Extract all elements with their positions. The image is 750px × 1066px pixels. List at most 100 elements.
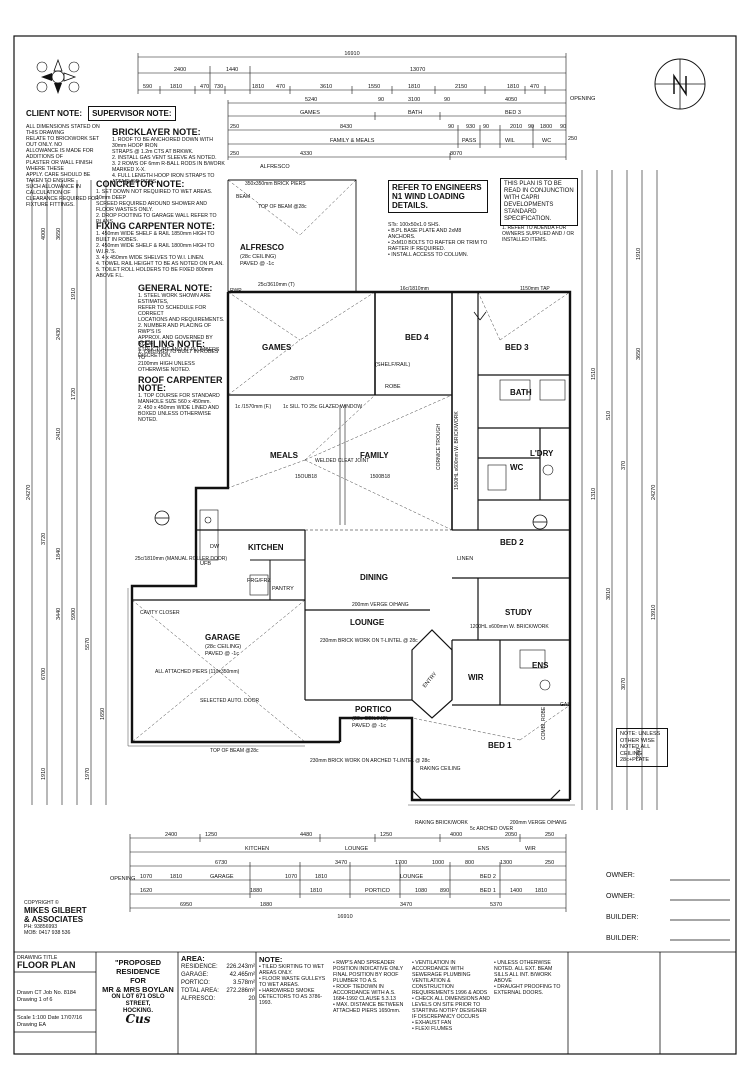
- copyright-name: MIKES GILBERT: [24, 906, 87, 915]
- client-note-heading: CLIENT NOTE:: [26, 109, 82, 118]
- left-dim-15: 1970: [85, 768, 91, 780]
- roof-carpenter-note: ROOF CARPENTER NOTE: 1. TOP COURSE FOR S…: [138, 375, 228, 424]
- area-key: ALFRESCO:: [181, 996, 216, 1002]
- top-dim-alfresco: ALFRESCO: [260, 164, 290, 170]
- top-dim-r4-4: 90: [483, 124, 489, 130]
- room-wc: WC: [510, 463, 524, 472]
- drawing-rev-value: EA: [38, 1021, 47, 1028]
- room-entry: ENTRY: [422, 671, 439, 689]
- area-value: 3.578m²: [232, 980, 255, 986]
- annot-verge-2: 200mm VERGE O/HANG: [510, 820, 567, 826]
- fixing-line: 1. 450mm WIDE SHELF & RAIL 1850mm HIGH T…: [96, 231, 215, 243]
- left-dim-7: 3720: [41, 533, 47, 545]
- room-alfresco: ALFRESCO: [240, 243, 284, 252]
- proposed-line: HOCKING.: [123, 1008, 153, 1014]
- fixing-note-heading: FIXING CARPENTER NOTE:: [96, 221, 216, 231]
- room-frg: FRG/FRZ: [247, 578, 271, 584]
- notes-line: • CHECK ALL DIMENSIONS AND LEVELS ON SIT…: [412, 996, 491, 1020]
- room-lounge: LOUNGE: [350, 618, 385, 627]
- stud-line: STs: 100x50x1.0 SHS.: [388, 222, 440, 228]
- annot-verge: 200mm VERGE O/HANG: [352, 602, 409, 608]
- right-dim-8: 3070: [621, 678, 627, 690]
- bottom-dim-r4-6: 1400: [510, 888, 522, 894]
- stud-line: • B.PL BASE PLATE AND 2xM8 ANCHORS.: [388, 228, 462, 240]
- room-labels: ALFRESCO (28c CEILING) PAVED @ -1c GAMES…: [200, 243, 554, 750]
- left-dimension-text: 4000 3650 2430 2410 1910 1720 24270 3720…: [26, 228, 106, 780]
- bottom-dim-r1-7: 250: [545, 832, 554, 838]
- fixing-carpenter-note: FIXING CARPENTER NOTE: 1. 450mm WIDE SHE…: [96, 221, 226, 280]
- stud-line: RAFTER IF REQUIRED.: [388, 246, 446, 252]
- left-dim-2: 2430: [56, 328, 62, 340]
- copyright-phone: PH: 93856993: [24, 924, 58, 930]
- annot-25c: 25c/3610mm (T): [258, 282, 295, 288]
- room-bed3: BED 3: [505, 343, 529, 352]
- room-ufb: UFB: [200, 561, 211, 567]
- client-note-line: APPLY. CARE SHOULD BE TAKEN TO ENSURE: [26, 172, 91, 184]
- top-dim-r3-3: 90: [444, 97, 450, 103]
- annot-cleat: WELDED CLEAT JOINT: [315, 458, 369, 464]
- top-dim-r6-1: 250: [230, 151, 239, 157]
- right-dim-5: 1310: [591, 488, 597, 500]
- annot-1500b18: 1500B18: [370, 474, 390, 480]
- annot-auto-door: SELECTED AUTO. DOOR: [200, 698, 259, 704]
- general-line: STRUCTURE AND AT PLUMBERS DISCRETION.: [138, 347, 220, 359]
- annot-arched-lintel: 230mm BRICK WORK ON ARCHED T-LINTEL @ 28…: [310, 758, 430, 764]
- roof-line: 2. 450 x 450mm WIDE LINED AND: [138, 405, 220, 411]
- room-bed4: BED 4: [405, 333, 429, 342]
- top-dim-games: GAMES: [300, 110, 320, 116]
- copyright-block: COPYRIGHT © MIKES GILBERT & ASSOCIATES P…: [24, 900, 104, 936]
- annot-rwp: RWP: [230, 288, 242, 294]
- concretor-line: SCREED REQUIRED AROUND SHOWER AND FLOOR …: [96, 201, 207, 213]
- notes-line: • RWP'S AND SPREADER POSITION INDICATIVE…: [333, 960, 404, 984]
- fixing-line: 3. 4 x 450mm WIDE SHELVES TO W.I. LINEN.: [96, 255, 205, 261]
- room-portico-paved: PAVED @ -1c: [352, 723, 386, 729]
- roof-note-heading: ROOF CARPENTER NOTE:: [138, 375, 223, 393]
- top-dim-r2-10: 1810: [507, 84, 519, 90]
- top-dim-r4-8: 90: [560, 124, 566, 130]
- bath-tub: [499, 379, 531, 401]
- top-dim-wc: WC: [542, 138, 551, 144]
- concretor-note: CONCRETOR NOTE: 1. SET DOWN NOT REQUIRED…: [96, 180, 226, 226]
- room-portico: PORTICO: [355, 705, 391, 714]
- room-dw: DW: [210, 544, 220, 550]
- right-dim-10: 13910: [651, 605, 657, 620]
- left-dim-14: 1910: [41, 768, 47, 780]
- top-dim-r2-7: 1550: [368, 84, 380, 90]
- top-dim-r4-5: 2010: [510, 124, 522, 130]
- scale-label: Scale: [17, 1015, 31, 1021]
- left-dim-12: 6700: [41, 668, 47, 680]
- ldry-trough: [487, 464, 507, 491]
- drawing-title: FLOOR PLAN: [17, 960, 76, 970]
- area-value: 272.286m²: [226, 988, 255, 994]
- top-dim-r4-6: 90: [528, 124, 534, 130]
- left-dim-4: 1910: [71, 288, 77, 300]
- bricklayer-line: 4. FULL LENGTH HOOP IRON STRAPS TO ATTAC…: [112, 173, 215, 185]
- plan-annotations: 350x350mm BRICK PIERS TOP OF BEAM @28c B…: [135, 181, 571, 832]
- bottom-dim-r2-11: 250: [545, 860, 554, 866]
- stud-note: STs: 100x50x1.0 SHS. • B.PL BASE PLATE A…: [388, 222, 488, 258]
- notes-line: • VENTILATION IN ACCORDANCE WITH SEWERAG…: [412, 960, 488, 996]
- right-dim-0: 1910: [636, 248, 642, 260]
- owner-label: OWNER:: [606, 893, 635, 900]
- copyright-mobile: MOB: 0417 938 536: [24, 930, 71, 936]
- bottom-dim-r4-3: 1080: [415, 888, 427, 894]
- annot-family-brick: 1500HL x600mm W. BRICK/WORK: [454, 411, 460, 490]
- top-dim-wil: WIL: [505, 138, 515, 144]
- fixing-line: 4. TOWEL RAIL HEIGHT TO BE AS NOTED ON P…: [96, 261, 224, 267]
- top-dim-r2-4: 1810: [252, 84, 264, 90]
- area-row: TOTAL AREA: 272.286m²: [181, 987, 255, 995]
- proposed-residence-cell: "PROPOSED RESIDENCE FOR MR & MRS BOYLAN …: [100, 958, 176, 1025]
- right-dim-2: 1510: [591, 368, 597, 380]
- area-key: PORTICO:: [181, 980, 210, 986]
- top-dim-opening: OPENING: [570, 96, 595, 102]
- room-bed1: BED 1: [488, 741, 512, 750]
- annot-150ub18: 15OUB18: [295, 474, 317, 480]
- notes-col-2: • RWP'S AND SPREADER POSITION INDICATIVE…: [333, 960, 408, 1014]
- room-alfresco-paved: PAVED @ -1c: [240, 261, 274, 267]
- room-garage: GARAGE: [205, 633, 241, 642]
- copyright-label: COPYRIGHT ©: [24, 900, 59, 906]
- annot-2x870: 2x870: [290, 376, 304, 382]
- engineers-box: REFER TO ENGINEERS N1 WIND LOADING DETAI…: [388, 180, 488, 213]
- bottom-label-lounge-2: LOUNGE: [400, 874, 424, 880]
